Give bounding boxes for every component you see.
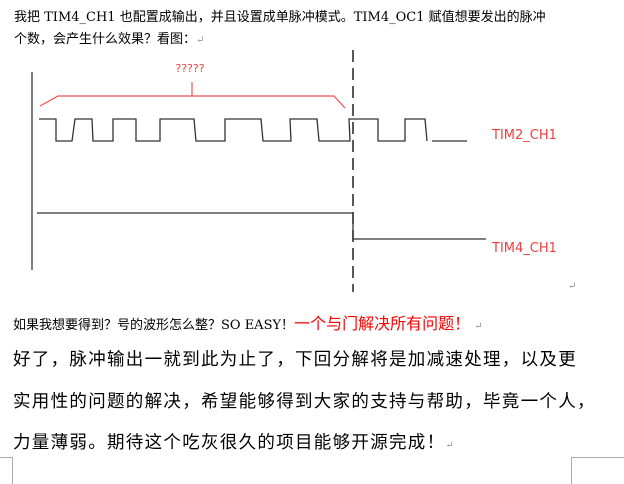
paragraph-mark-icon: ↵	[445, 440, 456, 451]
closing-line-2: 实用性的问题的解决，希望能够得到大家的支持与帮助，毕竟一个人，	[13, 392, 596, 412]
paragraph-mark-icon: ↵	[568, 281, 577, 292]
page-corner-left	[0, 457, 13, 484]
intro-line-2-text: 个数，会产生什么效果？看图：	[14, 32, 197, 47]
question-text: 如果我想要得到？号的波形怎么整？SO EASY！	[13, 318, 295, 333]
question-label: ?????	[175, 62, 204, 75]
paragraph-mark-icon: ↵	[474, 321, 483, 332]
tim4-label: TIM4_CH1	[491, 241, 557, 256]
answer-text: 一个与门解决所有问题！	[294, 314, 471, 333]
tim2-waveform	[39, 118, 428, 142]
question-line: 如果我想要得到？号的波形怎么整？SO EASY！一个与门解决所有问题！ ↵	[13, 310, 483, 334]
intro-line-1: 我把 TIM4_CH1 也配置成输出，并且设置成单脉冲模式。TIM4_OC1 赋…	[14, 10, 546, 25]
paragraph-mark-icon: ↵	[196, 35, 205, 46]
intro-line-2: 个数，会产生什么效果？看图：↵	[14, 28, 204, 47]
tim2-label: TIM2_CH1	[491, 128, 557, 143]
waveform-diagram: ????? TIM2_CH1 TIM4_CH1	[31, 50, 557, 292]
page-corner-right	[571, 457, 624, 484]
closing-line-3-text: 力量薄弱。期待这个吃灰很久的项目能够开源完成！	[13, 433, 446, 453]
tim4-waveform	[37, 212, 486, 240]
brace	[39, 95, 346, 109]
closing-line-1: 好了，脉冲输出一就到此为止了，下回分解将是加减速处理，以及更	[13, 350, 577, 370]
closing-line-3: 力量薄弱。期待这个吃灰很久的项目能够开源完成！↵	[13, 429, 455, 454]
